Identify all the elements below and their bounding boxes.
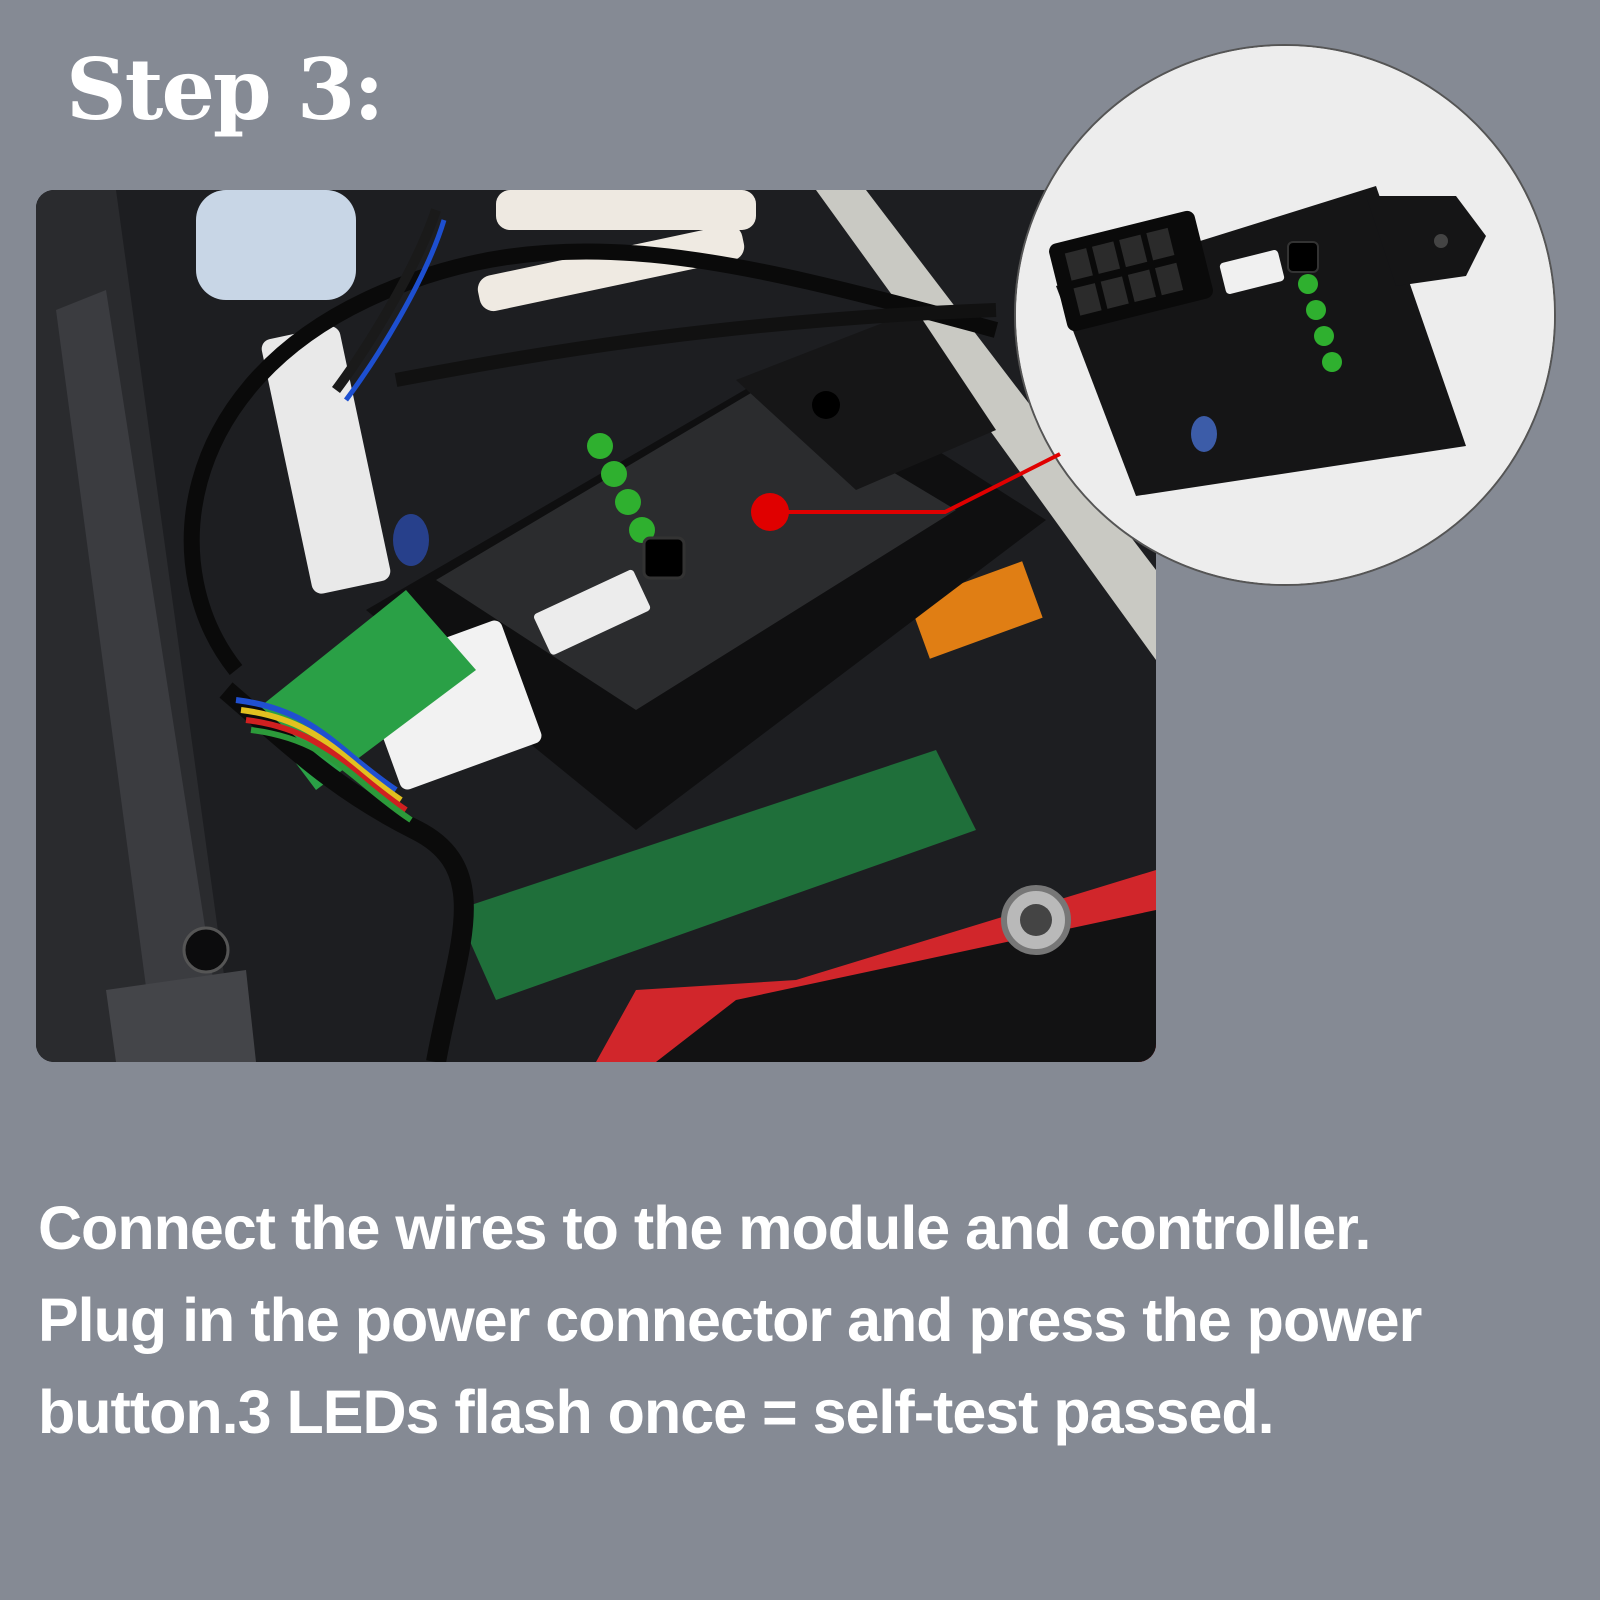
instruction-text: Connect the wires to the module and cont… xyxy=(38,1182,1578,1458)
zoom-photo xyxy=(1014,44,1556,586)
instruction-line: button.3 LEDs flash once = self-test pas… xyxy=(38,1378,1275,1446)
main-photo xyxy=(36,190,1156,1062)
zoom-led-column xyxy=(1298,274,1342,372)
zoom-photo-illustration xyxy=(1016,46,1554,584)
zoom-mounting-tab xyxy=(1366,196,1486,286)
instruction-line: Plug in the power connector and press th… xyxy=(38,1286,1422,1354)
pcb-board xyxy=(456,750,976,1000)
step-title: Step 3: xyxy=(66,40,384,139)
instruction-line: Connect the wires to the module and cont… xyxy=(38,1194,1371,1262)
main-led-column xyxy=(587,433,686,580)
main-photo-illustration xyxy=(36,190,1156,1062)
